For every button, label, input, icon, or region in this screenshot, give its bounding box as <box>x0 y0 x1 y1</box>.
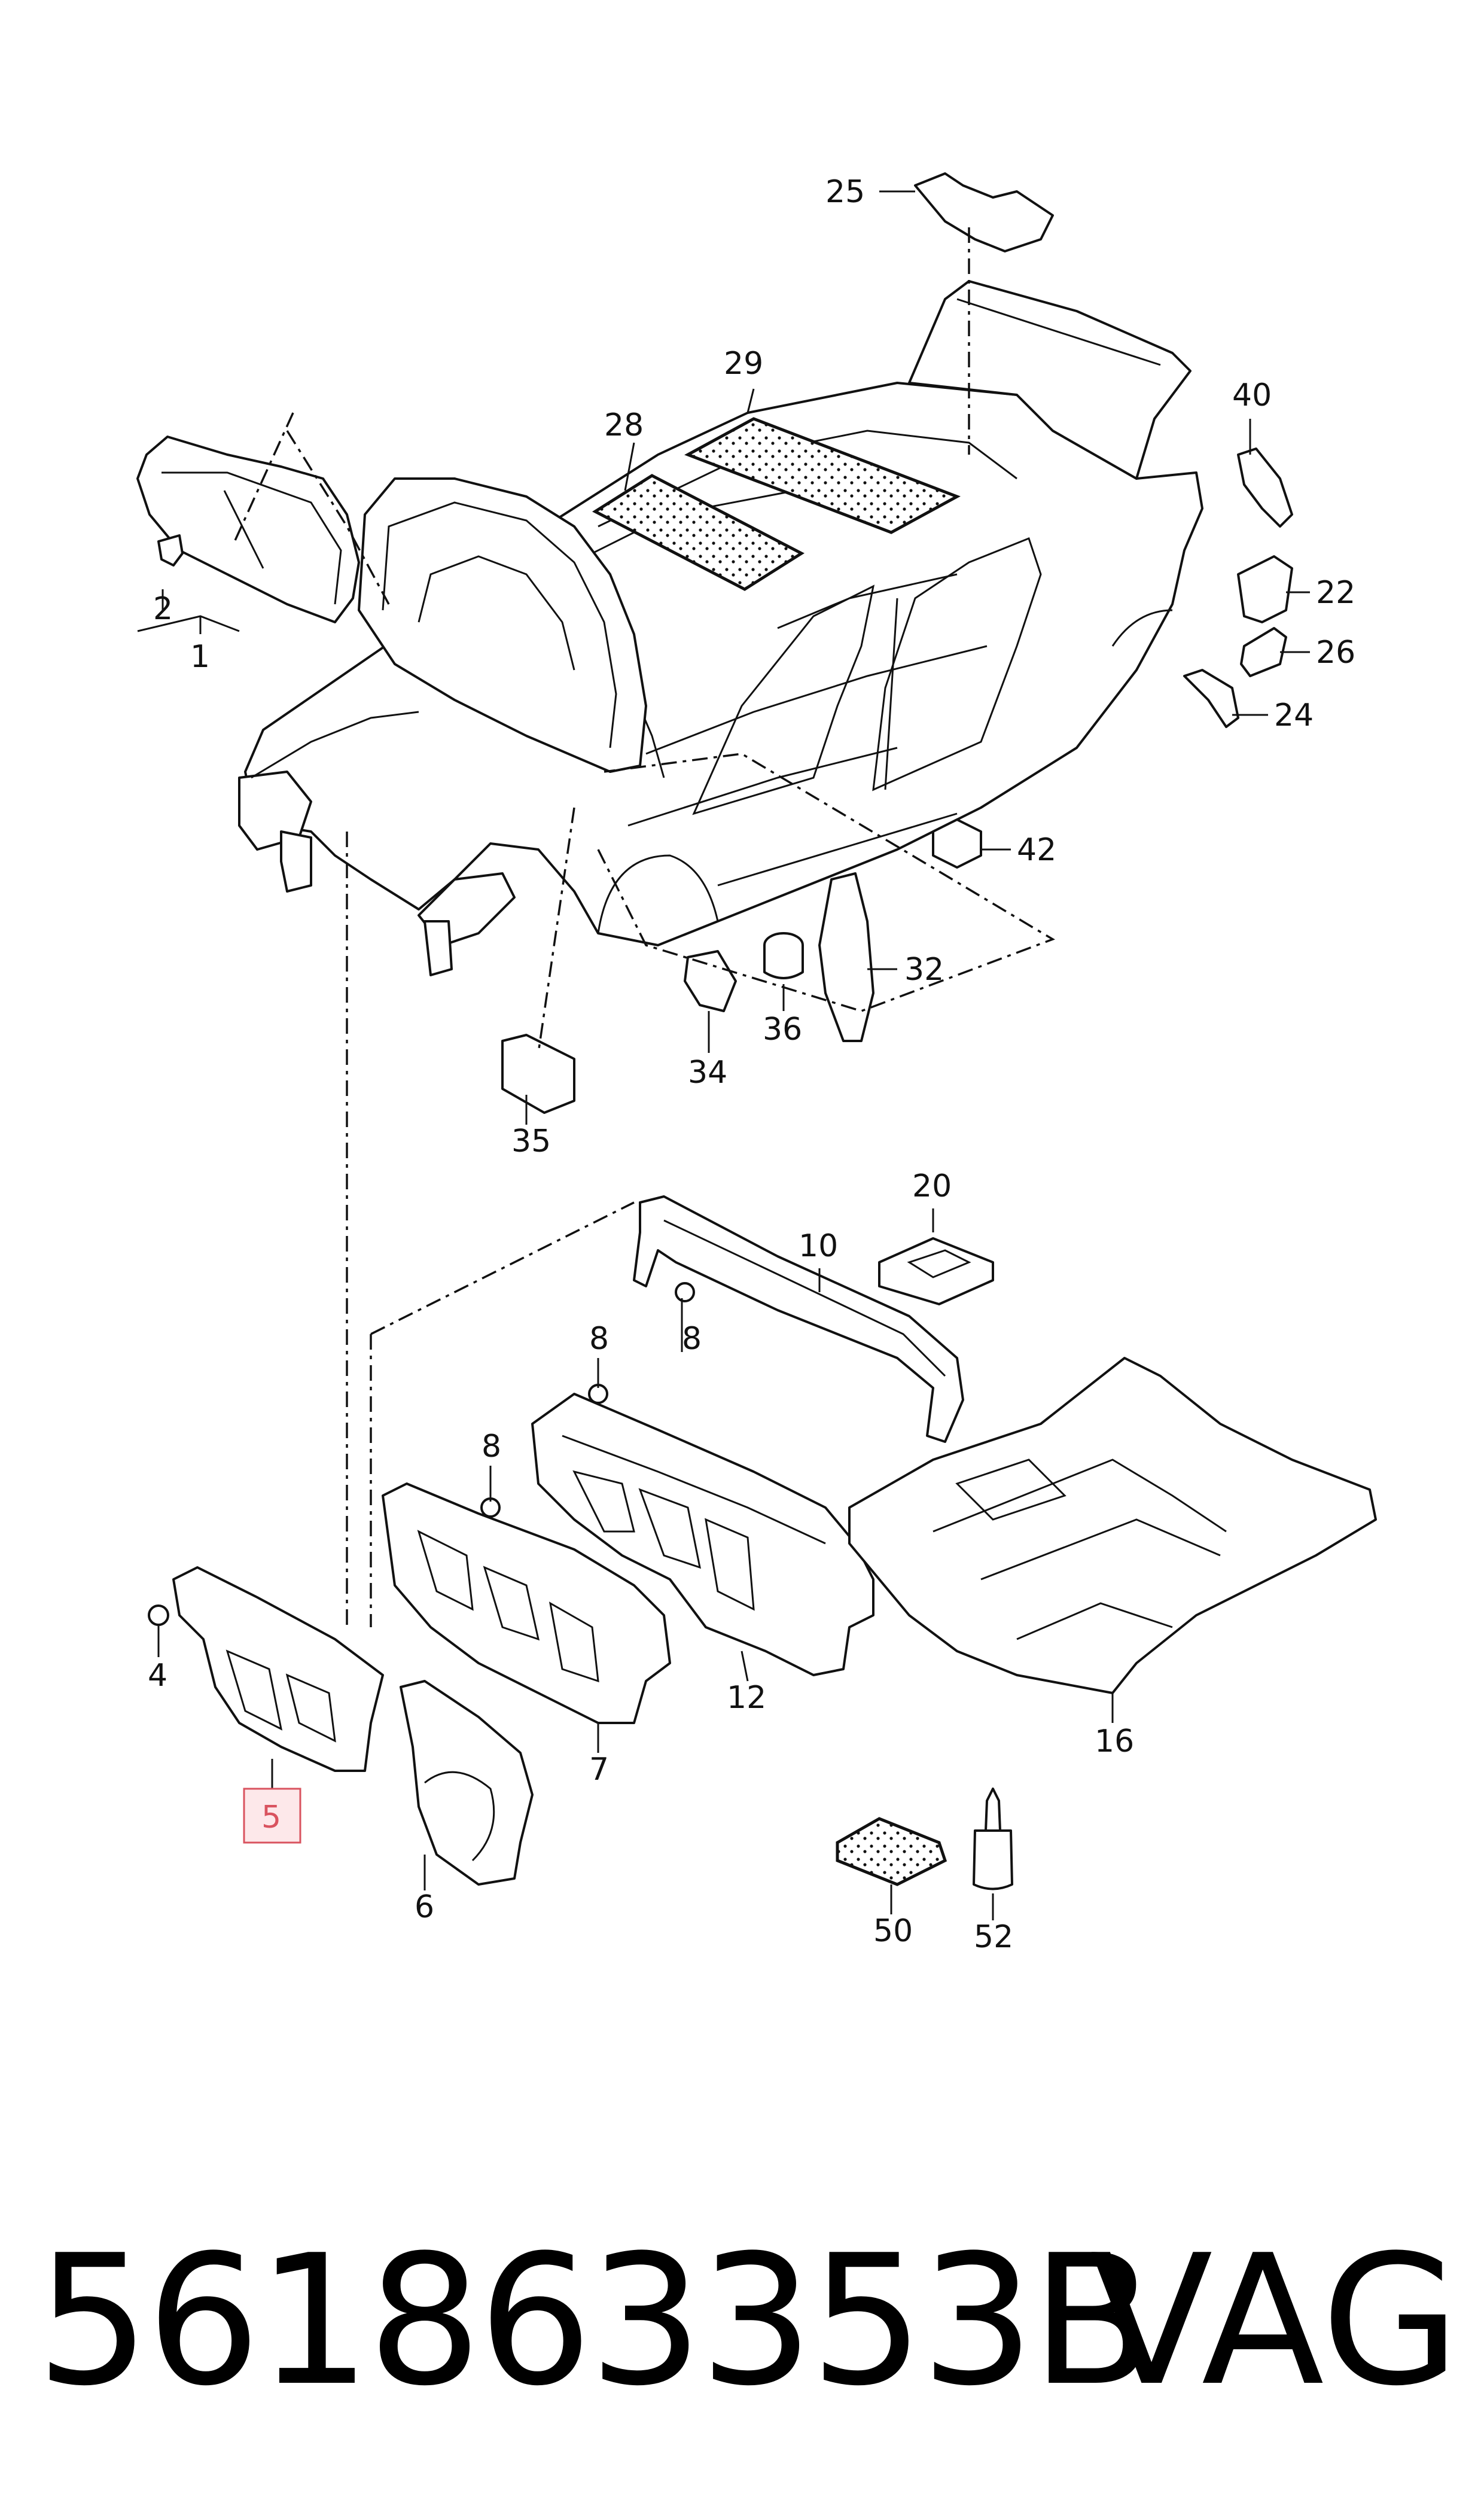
callout-10: 10 <box>799 1228 838 1264</box>
callout-42: 42 <box>1017 832 1056 868</box>
callout-28: 28 <box>604 407 644 443</box>
group-line-hood <box>537 807 575 1054</box>
callout-16: 16 <box>1095 1724 1134 1759</box>
group-line-engine <box>286 430 390 605</box>
callout-22: 22 <box>1316 575 1355 611</box>
insulation-mat-29 <box>684 417 961 534</box>
leader-lines <box>137 190 1310 1920</box>
group-line-1-top <box>232 412 294 545</box>
part-7 <box>382 1482 671 1724</box>
part-26 <box>1240 627 1287 677</box>
callout-7: 7 <box>589 1752 609 1788</box>
callout-25: 25 <box>825 174 865 210</box>
part-34 <box>684 950 737 1012</box>
part-1-insulation <box>136 436 360 623</box>
callout-34: 34 <box>688 1055 727 1091</box>
callout-35: 35 <box>511 1123 551 1159</box>
callout-52: 52 <box>974 1919 1013 1955</box>
part-10-crossmember <box>633 1195 964 1443</box>
part-50-pad <box>836 1817 947 1886</box>
part-5-insulation <box>172 1566 384 1772</box>
part-42 <box>932 818 982 869</box>
callout-26: 26 <box>1316 635 1355 671</box>
brand-name: VAG <box>1090 2216 1460 2425</box>
callout-8-a: 8 <box>682 1321 702 1357</box>
parts-diagram: 25 29 28 40 22 26 24 42 32 36 34 35 2 1 … <box>136 172 1377 1955</box>
part-24 <box>1183 669 1239 728</box>
part-20 <box>878 1237 994 1305</box>
callout-8-c: 8 <box>482 1429 501 1464</box>
callout-8-b: 8 <box>589 1321 609 1357</box>
callout-12: 12 <box>727 1680 766 1716</box>
callout-29: 29 <box>724 346 763 382</box>
callout-20: 20 <box>912 1168 952 1204</box>
part-35 <box>501 1034 575 1114</box>
insulation-mat-28 <box>592 474 805 591</box>
callout-4: 4 <box>148 1658 167 1694</box>
callout-labels: 25 29 28 40 22 26 24 42 32 36 34 35 2 1 … <box>148 174 1355 1955</box>
part-6-insulation <box>400 1680 534 1886</box>
part-2-clip <box>157 534 184 567</box>
car-body <box>238 280 1203 976</box>
callout-5: 5 <box>261 1800 281 1835</box>
callout-32: 32 <box>904 952 944 988</box>
part-32 <box>818 872 874 1042</box>
group-line-lower-box <box>370 1201 635 1627</box>
callout-50: 50 <box>873 1913 913 1949</box>
part-25-pad <box>914 172 1054 252</box>
callout-2: 2 <box>153 591 173 627</box>
part-36 <box>763 932 804 979</box>
callout-1: 1 <box>190 639 210 675</box>
callout-36: 36 <box>763 1012 802 1048</box>
part-22 <box>1237 555 1293 623</box>
callout-40: 40 <box>1232 377 1272 413</box>
callout-5-highlight-box <box>243 1788 301 1844</box>
part-12-bulkhead <box>531 1393 874 1676</box>
part-40 <box>1237 447 1293 528</box>
callout-24: 24 <box>1274 698 1314 733</box>
footer: 561863353B VAG <box>0 2208 1484 2459</box>
part-4-clip <box>148 1604 169 1626</box>
part-52-bottle <box>973 1788 1013 1890</box>
part-16-floor-carpet <box>848 1357 1377 1694</box>
callout-6: 6 <box>415 1889 434 1925</box>
part-number: 561863353B <box>36 2216 1154 2425</box>
